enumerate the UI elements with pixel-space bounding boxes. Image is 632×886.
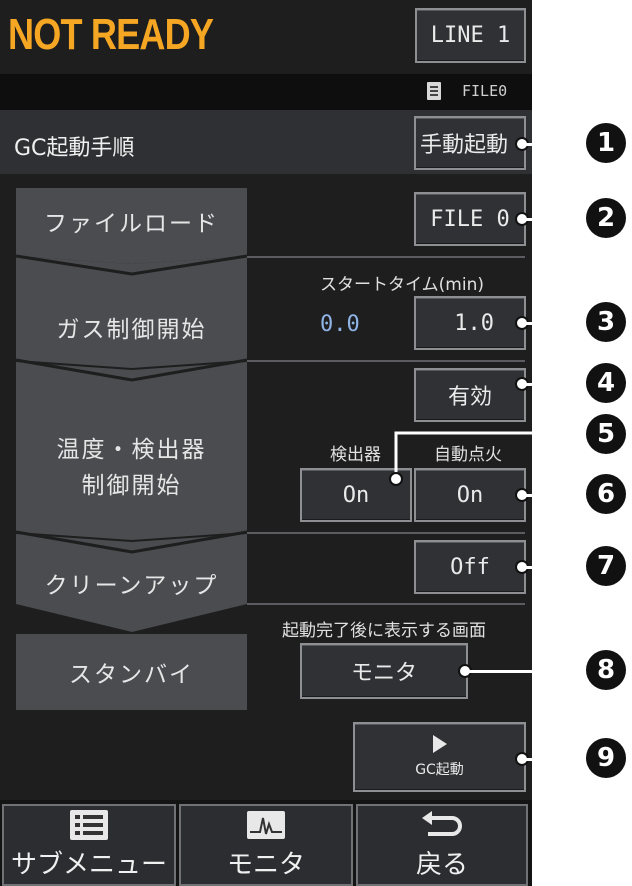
separator-2 <box>247 360 525 362</box>
callout-line-1 <box>525 143 595 146</box>
enable-button[interactable]: 有効 <box>414 368 526 422</box>
callout-3: 3 <box>586 302 626 342</box>
start-time-current-value: 0.0 <box>320 312 360 337</box>
callout-line-2 <box>525 218 595 221</box>
tab-submenu[interactable]: サブメニュー <box>2 804 176 886</box>
separator-4 <box>247 603 525 605</box>
document-icon <box>427 82 441 100</box>
callout-line-3 <box>525 322 595 325</box>
step-temp-detector-label-1: 温度・検出器 <box>56 437 207 463</box>
callout-dot-5 <box>389 472 403 486</box>
callout-2: 2 <box>586 198 626 238</box>
start-time-input[interactable]: 1.0 <box>414 296 526 350</box>
auto-ignite-label: 自動点火 <box>434 445 502 465</box>
status-text: NOT READY <box>8 10 214 59</box>
callout-8: 8 <box>586 650 626 690</box>
separator-1 <box>247 256 525 258</box>
step-cleanup-label: クリーンアップ <box>44 573 219 599</box>
tab-submenu-label: サブメニュー <box>10 849 167 880</box>
gc-screen: NOT READY LINE 1 FILE0 GC起動手順 手動起動 ファイルロ… <box>0 0 532 886</box>
callout-7: 7 <box>586 546 626 586</box>
tab-monitor-label: モニタ <box>226 849 305 880</box>
callout-line-4 <box>525 383 595 386</box>
file-indicator-row <box>0 74 532 110</box>
step-temp-detector-label-2: 制御開始 <box>81 473 182 499</box>
step-gas-control-label: ガス制御開始 <box>56 317 207 343</box>
step-standby-label: スタンバイ <box>69 662 194 688</box>
callout-4: 4 <box>586 363 626 403</box>
play-icon <box>432 735 447 753</box>
tab-back-label: 戻る <box>415 849 468 880</box>
gc-start-button[interactable]: GC起動 <box>353 722 526 792</box>
post-start-screen-select[interactable]: モニタ <box>300 643 468 699</box>
file-indicator-label: FILE0 <box>462 82 508 100</box>
callout-5: 5 <box>586 414 626 454</box>
callout-1: 1 <box>586 123 626 163</box>
file-select-button[interactable]: FILE 0 <box>414 192 526 246</box>
callout-9: 9 <box>586 738 626 778</box>
callout-line-6 <box>525 494 595 497</box>
start-time-label: スタートタイム(min) <box>320 275 484 295</box>
manual-start-button[interactable]: 手動起動 <box>414 116 526 170</box>
auto-ignite-toggle[interactable]: On <box>414 468 526 522</box>
separator-3 <box>247 532 525 534</box>
callout-6: 6 <box>586 474 626 514</box>
monitor-icon <box>247 810 285 839</box>
step-chevrons <box>15 188 248 710</box>
line-button[interactable]: LINE 1 <box>415 8 526 63</box>
callout-line-9 <box>525 758 595 761</box>
list-icon <box>70 809 108 840</box>
callout-line-5 <box>394 431 590 477</box>
tab-back[interactable]: 戻る <box>356 804 528 886</box>
cleanup-toggle[interactable]: Off <box>414 540 526 594</box>
callout-line-7 <box>525 566 595 569</box>
gc-start-label: GC起動 <box>415 762 464 778</box>
procedure-title: GC起動手順 <box>14 136 135 161</box>
tab-monitor[interactable]: モニタ <box>179 804 353 886</box>
post-start-screen-label: 起動完了後に表示する画面 <box>282 621 486 641</box>
return-icon <box>422 810 462 836</box>
callout-line-8 <box>468 670 595 673</box>
step-file-load-label: ファイルロード <box>44 211 219 237</box>
detector-label: 検出器 <box>330 445 381 465</box>
